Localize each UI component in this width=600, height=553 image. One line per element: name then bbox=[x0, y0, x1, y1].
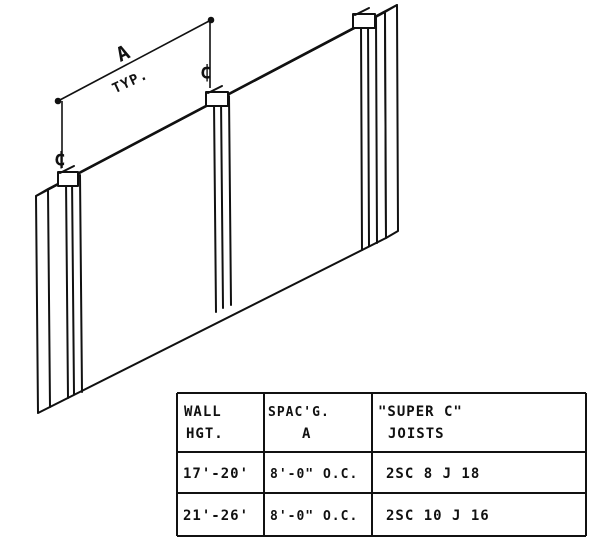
header-spacing-line2: A bbox=[302, 426, 311, 442]
dim-line bbox=[57, 19, 212, 102]
joist-left bbox=[57, 165, 83, 399]
joist-middle bbox=[205, 85, 232, 313]
row2-spacing: 8'-0" O.C. bbox=[270, 509, 358, 524]
row2-joists: 2SC 10 J 16 bbox=[386, 508, 490, 524]
header-wall-line1: WALL bbox=[184, 404, 222, 420]
row1-joists: 2SC 8 J 18 bbox=[386, 466, 480, 482]
wall-right-edge bbox=[384, 4, 399, 239]
header-spacing-line1: SPAC'G. bbox=[268, 405, 330, 420]
dimension-lines bbox=[54, 16, 215, 168]
dimension-label: A bbox=[112, 39, 134, 66]
row1-height: 17'-20' bbox=[183, 466, 249, 482]
joist-right bbox=[352, 7, 378, 251]
dimension-note: TYP. bbox=[110, 67, 151, 97]
centerline-mark-left: ¢ bbox=[54, 146, 67, 170]
wall-left-edge-line bbox=[47, 189, 51, 408]
joist-table bbox=[176, 392, 587, 537]
header-joists-line2: JOISTS bbox=[388, 426, 445, 442]
row2-height: 21'-26' bbox=[183, 508, 249, 524]
header-joists-line1: "SUPER C" bbox=[378, 404, 463, 420]
wall-panel bbox=[35, 4, 399, 414]
centerline-mark-right: ¢ bbox=[200, 59, 213, 83]
row1-spacing: 8'-0" O.C. bbox=[270, 467, 358, 482]
header-wall-line2: HGT. bbox=[186, 426, 224, 442]
